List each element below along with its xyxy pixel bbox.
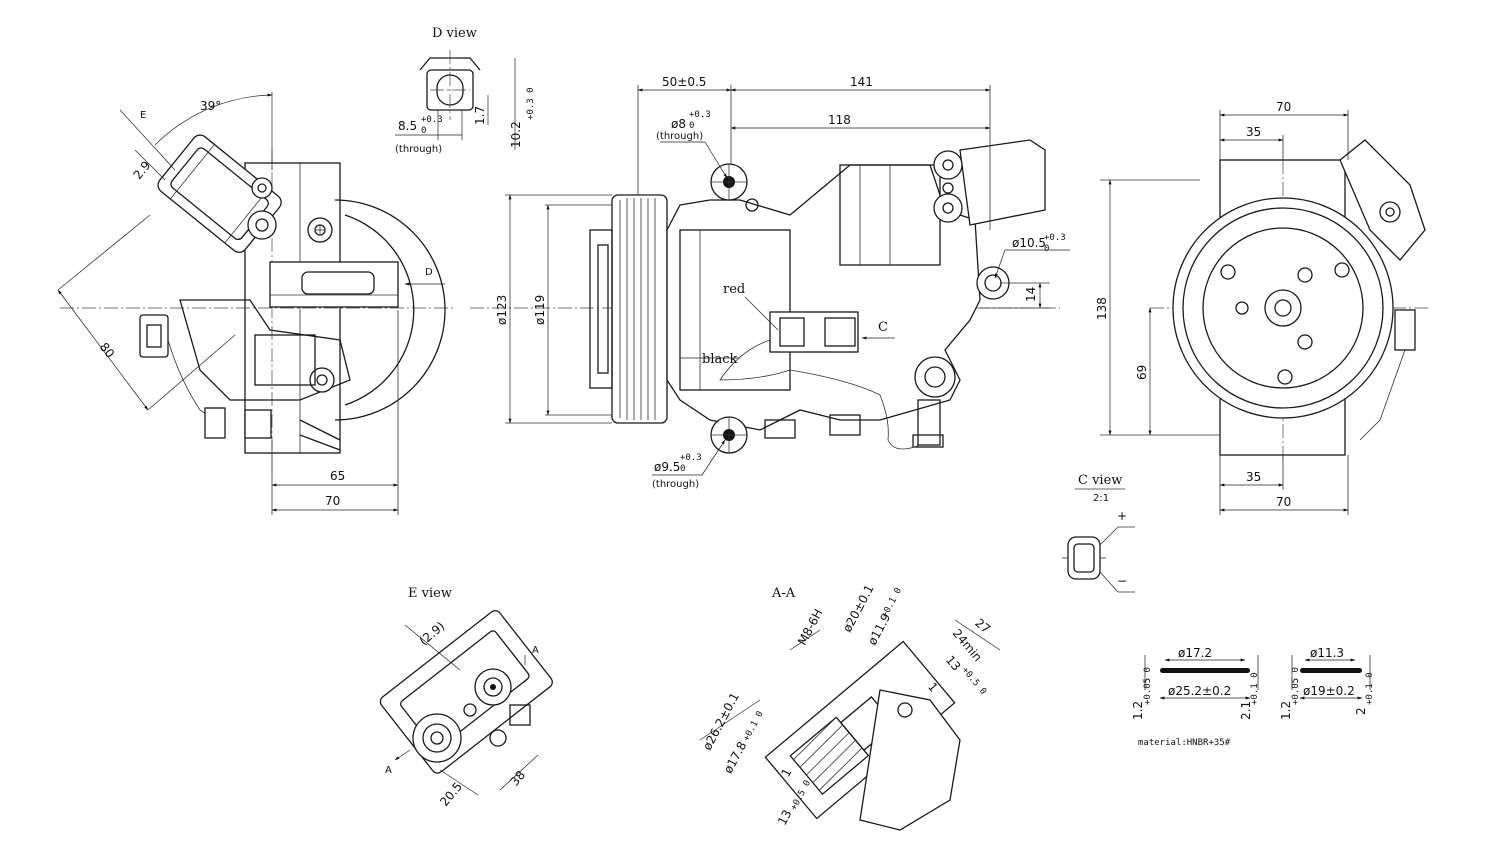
dim-65: 65 xyxy=(330,469,345,483)
e-view: E view A A (2.9) 20.5 38 xyxy=(379,586,553,809)
dim-d17-8: ø17.8 xyxy=(721,739,749,776)
dim-70-bottom: 70 xyxy=(1276,495,1291,509)
oring-2-od: ø19±0.2 xyxy=(1303,684,1355,698)
dim-13-a-tol: +0.5 0 xyxy=(959,666,988,697)
dim-d17-8-tol: +0.1 0 xyxy=(742,710,766,743)
material-note: material:HNBR+35# xyxy=(1138,738,1231,748)
dim-m8: M8-6H xyxy=(795,607,826,648)
wire-red-label: red xyxy=(723,282,745,297)
dim-d20: ø20±0.1 xyxy=(840,582,877,634)
c-view-marker: C xyxy=(878,320,888,335)
oring-2-h: 1.2 xyxy=(1279,701,1293,720)
dim-2-9: 2.9 xyxy=(131,158,154,182)
oring-2-t: 2 xyxy=(1354,707,1368,715)
c-view: C view 2:1 + − xyxy=(1062,473,1135,593)
dim-8-5: 8.5 xyxy=(398,119,417,133)
dim-13-b: 13 xyxy=(775,808,795,828)
dim-2-9-paren: (2.9) xyxy=(417,619,448,648)
hole-8-note: (through) xyxy=(656,131,703,142)
hole-8-label: ø8 xyxy=(671,117,686,131)
wire-black-label: black xyxy=(702,352,738,367)
left-side-view: 39° E 2.9 80 D 65 70 xyxy=(57,92,455,515)
dim-8-5-tol-up: +0.3 xyxy=(421,115,443,125)
c-view-plus: + xyxy=(1117,509,1127,523)
hole-10-5-tol-lo: 0 xyxy=(1044,244,1049,254)
oring-1-t-tol: +0.1 0 xyxy=(1250,672,1260,705)
e-view-marker: E xyxy=(140,110,146,121)
dim-69: 69 xyxy=(1135,365,1149,380)
dia-123: ø123 xyxy=(495,295,509,325)
e-view-title: E view xyxy=(408,586,452,601)
dim-138: 138 xyxy=(1095,297,1109,320)
dim-8-5-tol-lo: 0 xyxy=(421,126,426,136)
dim-118: 118 xyxy=(828,113,851,127)
e-view-a-bottom: A xyxy=(385,765,392,776)
dim-35-bottom: 35 xyxy=(1246,470,1261,484)
oring-1-t: 2.1 xyxy=(1239,701,1253,720)
dim-70-top: 70 xyxy=(1276,100,1291,114)
angle-39-label: 39° xyxy=(200,99,221,113)
hole-10-5-label: ø10.5 xyxy=(1012,236,1046,250)
hole-10-5-tol-up: +0.3 xyxy=(1044,233,1066,243)
dim-141: 141 xyxy=(850,75,873,89)
right-end-view: 70 35 138 69 35 70 xyxy=(1095,100,1430,515)
hole-9-5-note: (through) xyxy=(652,479,699,490)
dim-27: 27 xyxy=(972,616,993,637)
hole-9-5-label: ø9.5 xyxy=(654,460,680,474)
dim-70-left: 70 xyxy=(325,494,340,508)
dim-80: 80 xyxy=(97,340,117,361)
d-view-title: D view xyxy=(432,26,477,41)
c-view-scale: 2:1 xyxy=(1093,493,1109,504)
dim-38: 38 xyxy=(507,768,528,789)
oring-1-id: ø17.2 xyxy=(1178,646,1212,660)
d-view: D view 8.5 +0.3 0 (through) 1.7 10.2 +0.… xyxy=(395,26,536,155)
dim-35-top: 35 xyxy=(1246,125,1261,139)
dia-119: ø119 xyxy=(533,295,547,325)
hole-8-tol-lo: 0 xyxy=(689,121,694,131)
dim-50: 50±0.5 xyxy=(662,75,706,89)
dim-10-2: 10.2 xyxy=(509,121,523,148)
oring-1-h: 1.2 xyxy=(1131,701,1145,720)
dim-14: 14 xyxy=(1024,287,1038,302)
section-a-a-title: A-A xyxy=(771,586,796,601)
hole-9-5-tol-up: +0.3 xyxy=(680,453,702,463)
e-view-a-top: A xyxy=(532,645,539,656)
dim-d11-9-tol: +0.1 0 xyxy=(880,586,904,619)
oring-2-id: ø11.3 xyxy=(1310,646,1344,660)
c-view-minus: − xyxy=(1117,574,1127,588)
hole-9-5-tol-lo: 0 xyxy=(680,464,685,474)
oring-2-h-tol: +0.05 0 xyxy=(1291,667,1301,705)
dim-8-5-note: (through) xyxy=(395,144,442,155)
oring-1-od: ø25.2±0.2 xyxy=(1168,684,1231,698)
o-ring-details: ø17.2 ø25.2±0.2 1.2 +0.05 0 2.1 +0.1 0 ø… xyxy=(1131,646,1375,748)
main-front-view: red black C 50±0.5 141 118 ø8 +0.3 0 (th… xyxy=(470,75,1070,490)
oring-2-t-tol: +0.1 0 xyxy=(1365,672,1375,705)
c-view-title: C view xyxy=(1078,473,1122,488)
section-a-a: A-A M8-6H ø20±0.1 ø11.9 +0.1 0 27 24min … xyxy=(699,582,1001,831)
d-view-marker: D xyxy=(425,267,433,278)
hole-8-tol-up: +0.3 xyxy=(689,110,711,120)
dim-1-7: 1.7 xyxy=(473,106,487,125)
oring-1-h-tol: +0.05 0 xyxy=(1143,667,1153,705)
dim-10-2-tol: +0.3 0 xyxy=(526,87,536,120)
